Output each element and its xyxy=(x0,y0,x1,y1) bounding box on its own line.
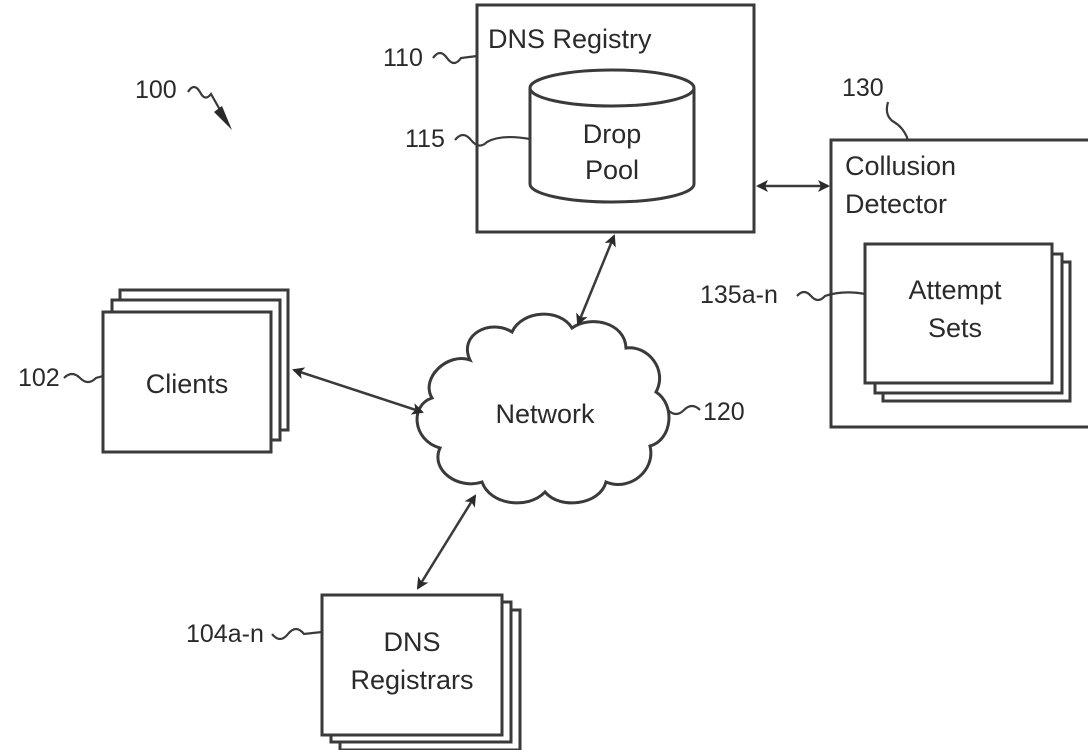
collusion-detector-ref-leader xyxy=(885,101,910,141)
dns-registry-ref: 110 xyxy=(383,44,423,72)
network-ref-leader xyxy=(667,404,701,416)
figure-ref-label: 100 xyxy=(135,76,177,104)
clients-network-arrow xyxy=(292,367,424,415)
dns-registrars-label-line1: DNS xyxy=(383,627,440,657)
dns-registrars-label-line2: Registrars xyxy=(350,665,473,695)
dns-registry-label: DNS Registry xyxy=(488,24,652,54)
network-cloud xyxy=(415,312,671,505)
drop-pool-ref-leader xyxy=(454,133,531,147)
dns-registrars-stack xyxy=(320,593,522,750)
figure-ref-arrowhead xyxy=(214,106,232,130)
drop-pool-ref: 115 xyxy=(405,125,445,153)
drop-pool-label-line2: Pool xyxy=(585,155,639,185)
attempt-sets-stack xyxy=(863,242,1072,403)
attempt-sets-label-line1: Attempt xyxy=(908,275,1002,305)
collusion-detector-label-line1: Collusion xyxy=(845,151,956,181)
network-label: Network xyxy=(495,399,595,429)
attempt-sets-label-line2: Sets xyxy=(928,313,982,343)
dns-registry-ref-leader xyxy=(432,51,478,65)
clients-ref: 102 xyxy=(18,364,60,392)
collusion-detector-ref: 130 xyxy=(842,74,884,102)
clients-ref-leader xyxy=(63,372,104,384)
clients-stack xyxy=(101,288,290,454)
collusion-detector-label-line2: Detector xyxy=(845,189,947,219)
network-ref: 120 xyxy=(703,398,745,426)
dns-registrars-ref-leader xyxy=(271,627,323,641)
attempt-sets-ref-leader xyxy=(796,290,866,302)
dns-registrars-ref: 104a-n xyxy=(186,620,264,648)
attempt-sets-ref: 135a-n xyxy=(700,281,778,309)
figure-ref-arrow xyxy=(187,85,229,125)
network-registrars-arrow xyxy=(416,494,477,590)
drop-pool-cylinder xyxy=(528,68,696,204)
registry-network-arrow xyxy=(576,234,616,326)
drop-pool-label-line1: Drop xyxy=(583,119,642,149)
clients-label: Clients xyxy=(146,369,229,399)
